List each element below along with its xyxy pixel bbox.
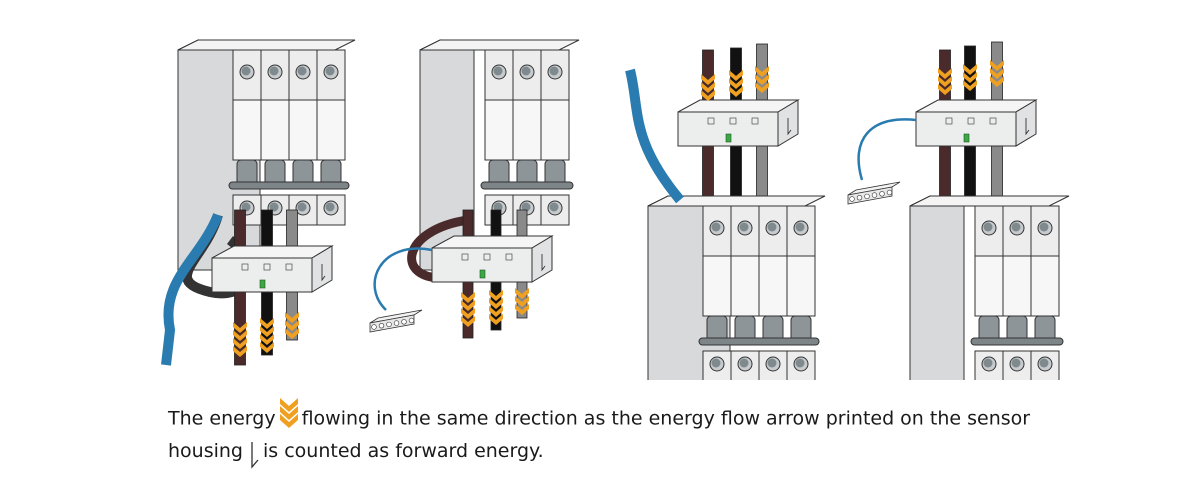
energy-chevron [701, 82, 715, 93]
energy-chevron [260, 326, 274, 337]
energy-chevron [489, 290, 503, 301]
looped-cable [407, 215, 469, 283]
energy-chevron [233, 338, 247, 349]
neutral-terminal-block [369, 309, 423, 333]
energy-chevron [963, 72, 977, 83]
energy-chevron [461, 316, 475, 327]
energy-chevron [285, 312, 299, 323]
energy-chevron [515, 296, 529, 307]
caption-text-3: housing [168, 440, 243, 462]
energy-chevron [461, 292, 475, 303]
breaker-3-pole [909, 195, 1070, 380]
terminal-label [729, 117, 737, 125]
terminal-label [707, 117, 715, 125]
flow-arrow-icon [251, 441, 259, 469]
panel-1 [161, 39, 356, 366]
caption-text-4: is counted as forward energy. [263, 440, 544, 462]
energy-chevron [489, 298, 503, 309]
energy-chevron [461, 308, 475, 319]
terminal-label [751, 117, 759, 125]
caption-text-2: flowing in the same direction as the ene… [301, 407, 1031, 430]
energy-chevron [285, 320, 299, 331]
current-sensor [915, 99, 1038, 147]
flow-arrow-mark [321, 264, 326, 282]
energy-chevron [515, 304, 529, 315]
terminal-label [461, 253, 469, 261]
neutral-cable-blue [625, 68, 684, 204]
energy-chevron [963, 64, 977, 75]
energy-chevron [755, 82, 769, 93]
busbar [698, 337, 820, 346]
terminal-label [505, 253, 513, 261]
status-led [963, 133, 970, 143]
flow-arrow-mark [1025, 118, 1030, 136]
current-sensor [431, 235, 554, 283]
energy-chevron [990, 60, 1004, 71]
caption-line-1: The energy flowing in the same direction… [168, 398, 1108, 436]
energy-chevron [461, 300, 475, 311]
energy-chevron [260, 342, 274, 353]
terminal-label [945, 117, 953, 125]
energy-chevron [260, 318, 274, 329]
caption-text-1: The energy [168, 407, 276, 430]
status-led [259, 279, 266, 289]
energy-chevron-icon [279, 398, 298, 428]
energy-chevron [515, 288, 529, 299]
busbar [228, 181, 350, 190]
flow-arrow-mark [787, 118, 792, 136]
energy-chevron [938, 68, 952, 79]
energy-chevron [260, 334, 274, 345]
busbar [970, 337, 1064, 346]
terminal-label [967, 117, 975, 125]
status-led [725, 133, 732, 143]
energy-chevron [489, 314, 503, 325]
flow-arrow-mark [541, 254, 546, 272]
busbar [480, 181, 574, 190]
terminal-label [241, 263, 249, 271]
energy-chevron [755, 74, 769, 85]
energy-chevron [990, 76, 1004, 87]
panel-2 [369, 39, 580, 339]
current-sensor [677, 99, 800, 147]
energy-chevron [729, 70, 743, 81]
energy-chevron [990, 68, 1004, 79]
energy-chevron [285, 328, 299, 339]
energy-chevron [938, 76, 952, 87]
energy-chevron [233, 322, 247, 333]
energy-chevron [701, 74, 715, 85]
installation-figure [161, 39, 1070, 380]
breaker-3-pole [419, 39, 580, 271]
terminal-label [285, 263, 293, 271]
terminal-label [989, 117, 997, 125]
panel-4 [847, 41, 1070, 380]
caption-line-2: housing is counted as forward energy. [168, 436, 1108, 469]
panel-3 [625, 43, 826, 380]
current-sensor [211, 245, 334, 293]
caption: The energy flowing in the same direction… [168, 398, 1108, 469]
energy-chevron [729, 86, 743, 97]
breaker-4-pole [647, 195, 826, 380]
neutral-terminal-block [847, 181, 901, 205]
energy-chevron [938, 84, 952, 95]
breaker-pole-top [1030, 205, 1060, 257]
neutral-cable-blue [161, 213, 223, 366]
energy-chevron [755, 66, 769, 77]
energy-chevron [233, 330, 247, 341]
breaker-pole-top [316, 49, 346, 101]
terminal-label [483, 253, 491, 261]
energy-chevron [729, 78, 743, 89]
neutral-wire [857, 118, 917, 181]
energy-chevron [701, 90, 715, 101]
energy-chevron [963, 80, 977, 91]
energy-chevron [233, 346, 247, 357]
status-led [479, 269, 486, 279]
energy-chevron [489, 306, 503, 317]
terminal-label [263, 263, 271, 271]
neutral-wire [373, 247, 433, 311]
